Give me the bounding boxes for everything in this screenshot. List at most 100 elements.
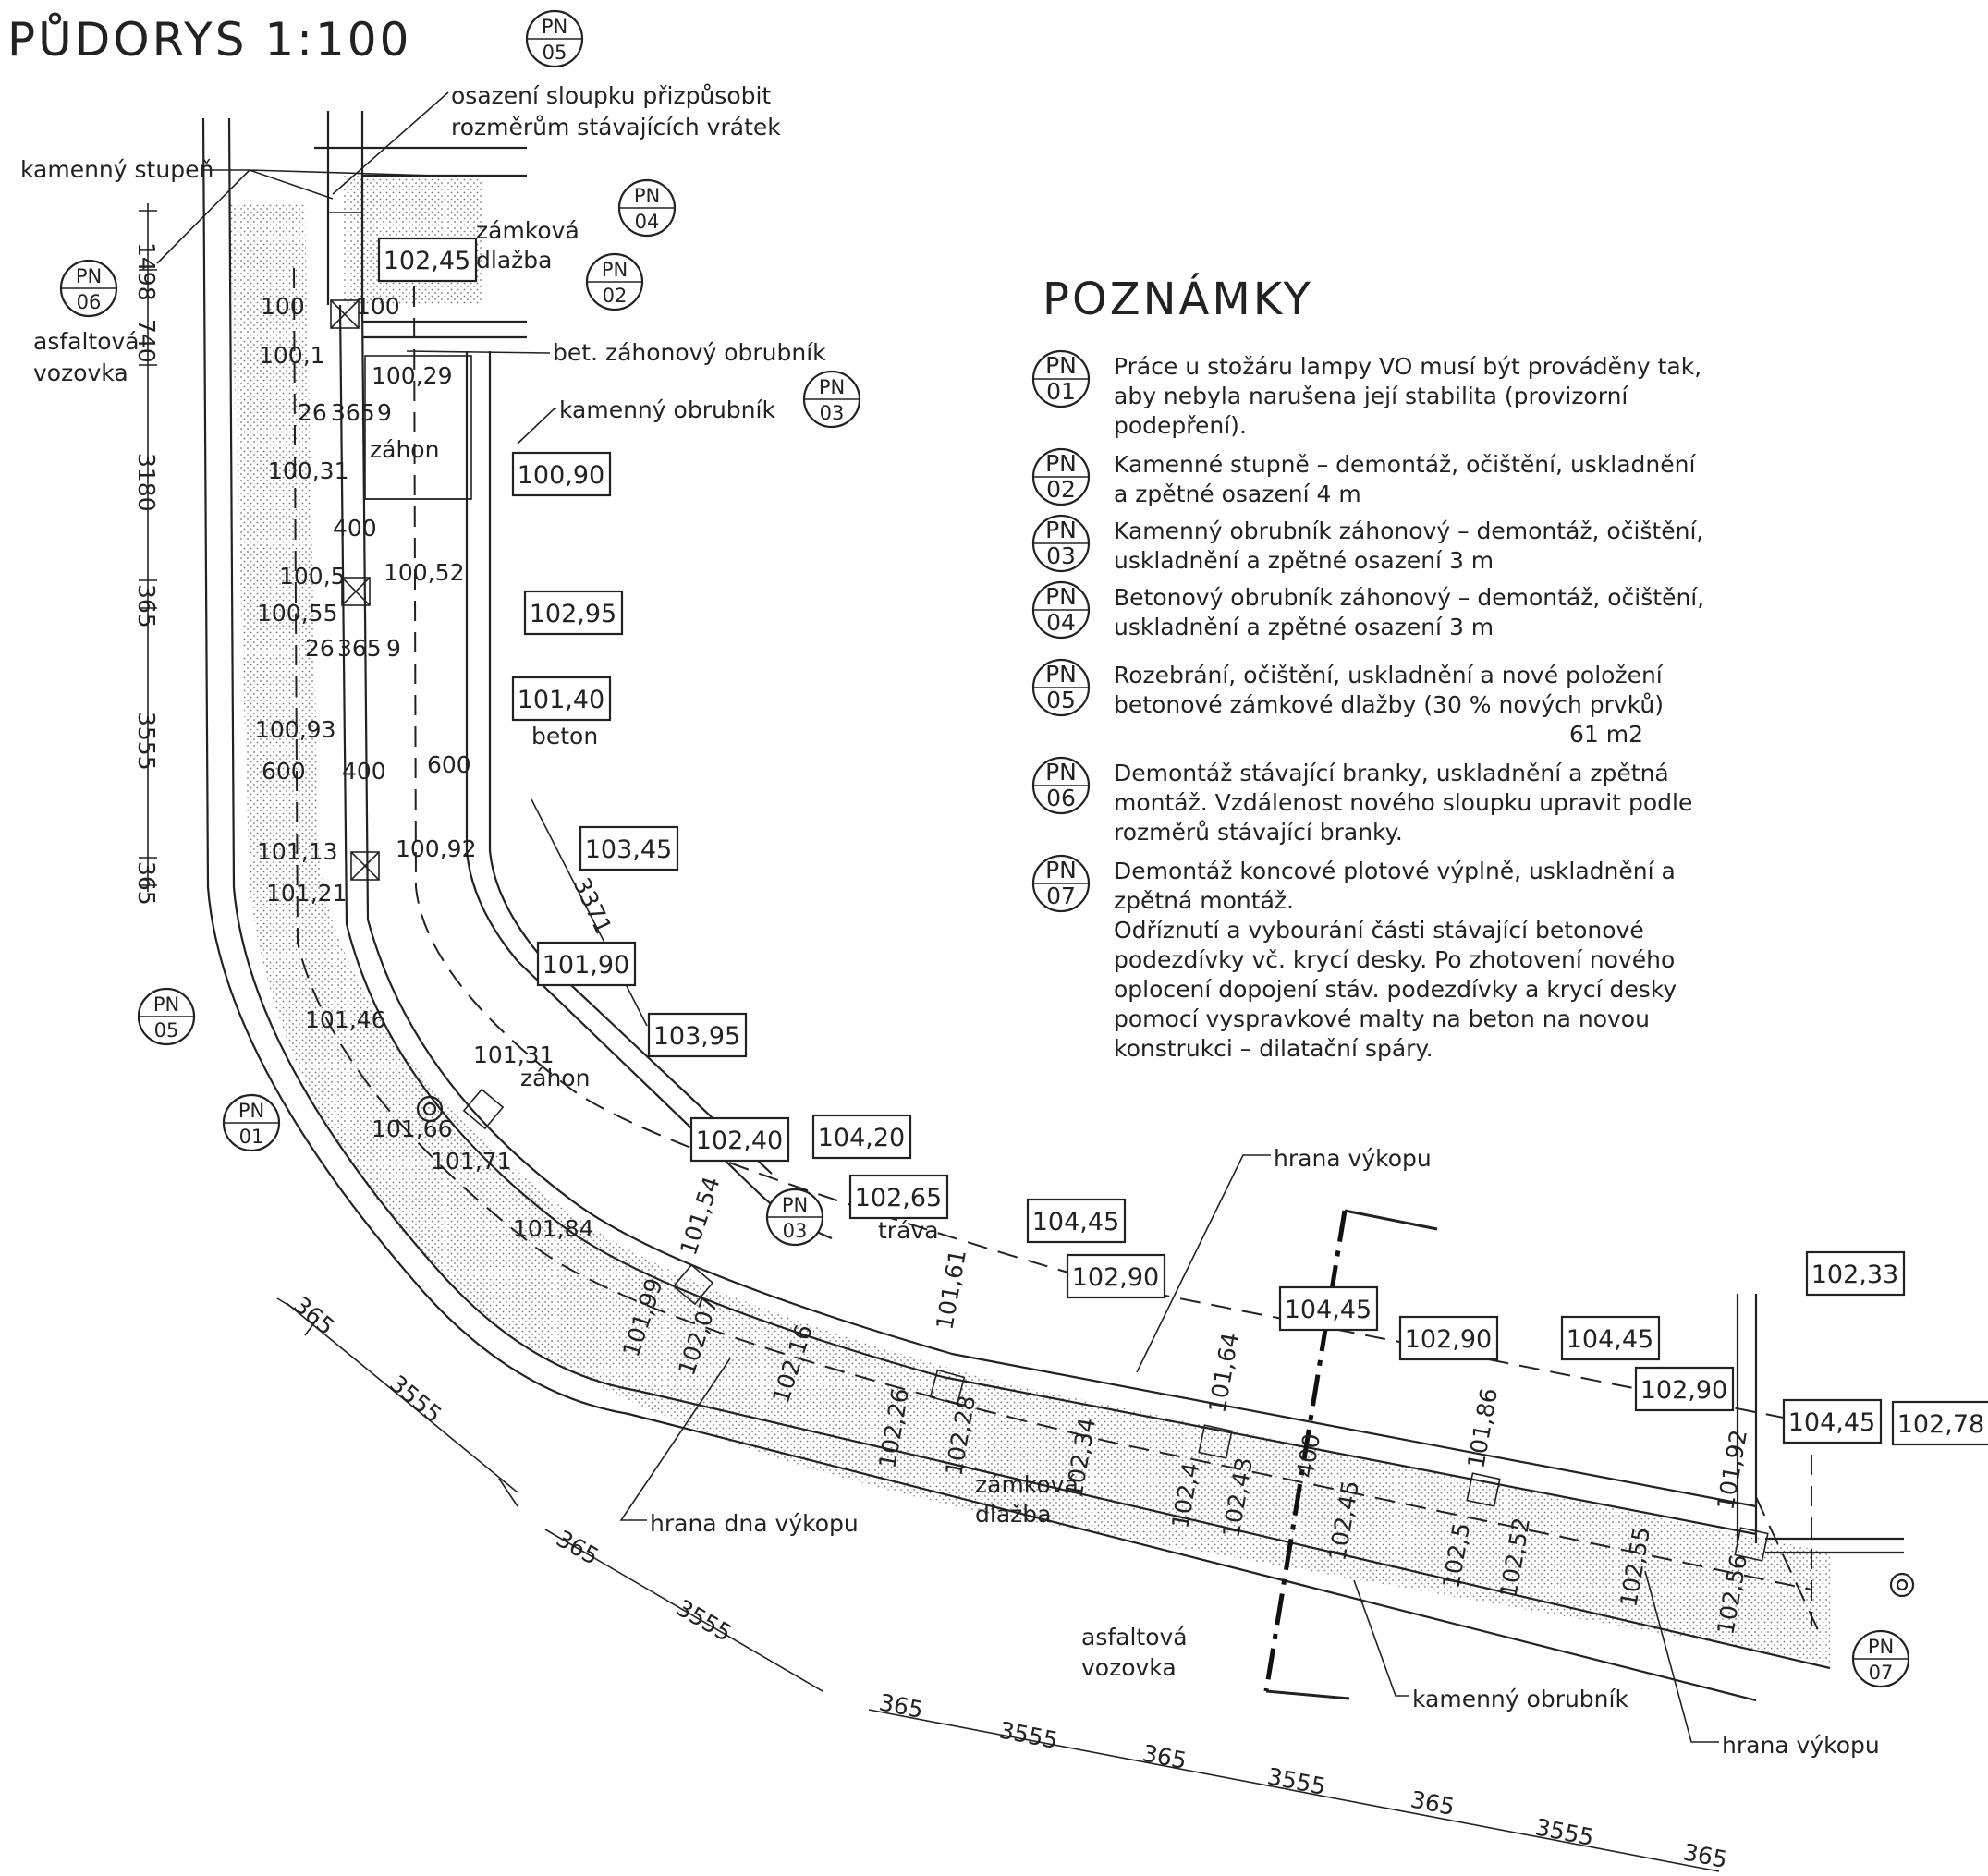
note-item: Demontáž stávající branky, uskladnění a … <box>1114 760 1692 846</box>
note-line: betonové zámkové dlažby (30 % nových prv… <box>1114 691 1664 718</box>
callout-post: osazení sloupku přizpůsobit rozměrům stá… <box>332 82 781 195</box>
callout-excavation-edge-bottom: hrana výkopu <box>1644 1570 1880 1759</box>
boxed-level-value: 103,95 <box>653 1022 740 1051</box>
note-line: aby nebyla narušena její stabilita (prov… <box>1114 383 1628 409</box>
svg-text:3555: 3555 <box>997 1716 1060 1754</box>
svg-text:365: 365 <box>133 861 160 906</box>
lamp-post-symbol <box>416 1095 444 1123</box>
svg-text:400: 400 <box>342 758 386 785</box>
svg-text:dlažba: dlažba <box>476 247 552 274</box>
diagonal-dimension: 365 3555 <box>276 1291 518 1507</box>
boxed-level-tag: 102,33 <box>1805 1250 1906 1297</box>
svg-text:PN: PN <box>1045 857 1077 883</box>
svg-text:9: 9 <box>377 399 392 426</box>
boxed-level-value: 102,90 <box>1640 1376 1727 1405</box>
svg-text:PN: PN <box>153 993 179 1016</box>
boxed-level-tag: 102,90 <box>1066 1253 1166 1299</box>
boxed-level-tag: 103,45 <box>579 825 679 871</box>
callout-stone-step: kamenný stupeň <box>20 156 435 264</box>
level-value: 101,92 <box>1712 1428 1752 1512</box>
note-line: Demontáž stávající branky, uskladnění a … <box>1114 760 1669 786</box>
boxed-level-value: 104,45 <box>1285 1296 1372 1324</box>
note-line: konstrukci – dilatační spáry. <box>1114 1035 1433 1062</box>
post-markers <box>330 299 1769 1562</box>
svg-text:kamenný obrubník: kamenný obrubník <box>559 396 775 423</box>
svg-text:740: 740 <box>133 319 160 363</box>
boxed-level-tag: 103,95 <box>647 1012 748 1058</box>
svg-text:vozovka: vozovka <box>1081 1654 1177 1681</box>
label-paving-bottom: zámková dlažba <box>975 1471 1079 1528</box>
level-value: 101,84 <box>513 1215 593 1242</box>
svg-text:400: 400 <box>333 515 377 542</box>
boxed-level-value: 102,95 <box>530 600 616 628</box>
svg-text:07: 07 <box>1046 883 1076 909</box>
boxed-level-tag: 102,95 <box>523 590 624 636</box>
svg-text:3180: 3180 <box>133 453 160 512</box>
note-line: montáž. Vzdálenost nového sloupku upravi… <box>1114 789 1692 816</box>
boxed-level-value: 102,33 <box>1811 1261 1898 1289</box>
note-line: podezdívky vč. krycí desky. Po zhotovení… <box>1114 946 1675 973</box>
svg-text:PN: PN <box>542 16 567 38</box>
svg-text:kamenný obrubník: kamenný obrubník <box>1412 1686 1628 1712</box>
note-line: Betonový obrubník záhonový – demontáž, o… <box>1114 584 1704 611</box>
svg-text:365: 365 <box>552 1525 604 1570</box>
svg-text:06: 06 <box>1046 785 1076 811</box>
boxed-level-tag: 101,40 <box>511 676 612 722</box>
boxed-level-value: 104,45 <box>1788 1408 1875 1437</box>
label-concrete: beton <box>531 723 598 749</box>
note-line: oplocení dopojení stáv. podezdívky a kry… <box>1114 976 1677 1003</box>
level-value: 100 <box>261 293 305 320</box>
svg-text:01: 01 <box>1046 378 1076 405</box>
boxed-level-value: 100,90 <box>518 461 604 490</box>
svg-text:26: 26 <box>298 399 327 426</box>
label-flowerbed-2: záhon <box>520 1065 590 1091</box>
boxed-level-value: 103,45 <box>585 835 672 864</box>
svg-text:04: 04 <box>1046 609 1076 636</box>
svg-text:365: 365 <box>1140 1739 1189 1774</box>
level-value: 101,13 <box>257 838 337 865</box>
svg-text:365: 365 <box>331 399 375 426</box>
svg-text:365: 365 <box>1681 1838 1729 1873</box>
boxed-level-tag: 102,65 <box>848 1174 949 1220</box>
svg-text:26: 26 <box>305 635 335 662</box>
level-value: 101,54 <box>675 1174 726 1259</box>
svg-text:PN: PN <box>1868 1636 1894 1658</box>
boxed-level-value: 102,78 <box>1897 1410 1984 1439</box>
level-value: 100,93 <box>255 716 335 743</box>
svg-text:365: 365 <box>133 584 160 628</box>
bottom-dimension-chain: 365 3555 365 3555 365 3555 365 <box>868 1688 1729 1873</box>
svg-text:PN: PN <box>1045 517 1077 543</box>
fence-line-2 <box>360 304 1757 1508</box>
level-value: 100 <box>356 293 400 320</box>
svg-text:PN: PN <box>1045 661 1077 688</box>
boxed-level-tag: 102,90 <box>1398 1315 1499 1361</box>
svg-text:03: 03 <box>820 402 845 424</box>
road-edge-outer-2 <box>227 117 1831 1670</box>
note-line: a zpětné osazení 4 m <box>1114 481 1361 507</box>
boxed-level-value: 104,45 <box>1032 1208 1119 1236</box>
flowerbed-curb-line-2 <box>488 351 773 1175</box>
boxed-level-tag: 102,45 <box>377 237 478 283</box>
svg-text:PN: PN <box>634 185 660 207</box>
boxed-level-value: 102,90 <box>1405 1325 1492 1354</box>
level-value: 100,29 <box>372 362 452 389</box>
note-line: uskladnění a zpětné osazení 3 m <box>1114 547 1494 574</box>
boxed-level-tag: 104,45 <box>1560 1315 1661 1361</box>
road-edge-outer <box>201 117 1757 1702</box>
note-item: Kamenné stupně – demontáž, očištění, usk… <box>1114 451 1696 507</box>
boxed-level-tag: 100,90 <box>511 451 612 497</box>
boxed-levels: 102,45100,90102,95101,40103,45101,90103,… <box>377 237 1988 1446</box>
svg-text:1498: 1498 <box>133 242 160 301</box>
svg-text:3555: 3555 <box>384 1370 446 1428</box>
boxed-level-value: 101,40 <box>518 686 604 714</box>
